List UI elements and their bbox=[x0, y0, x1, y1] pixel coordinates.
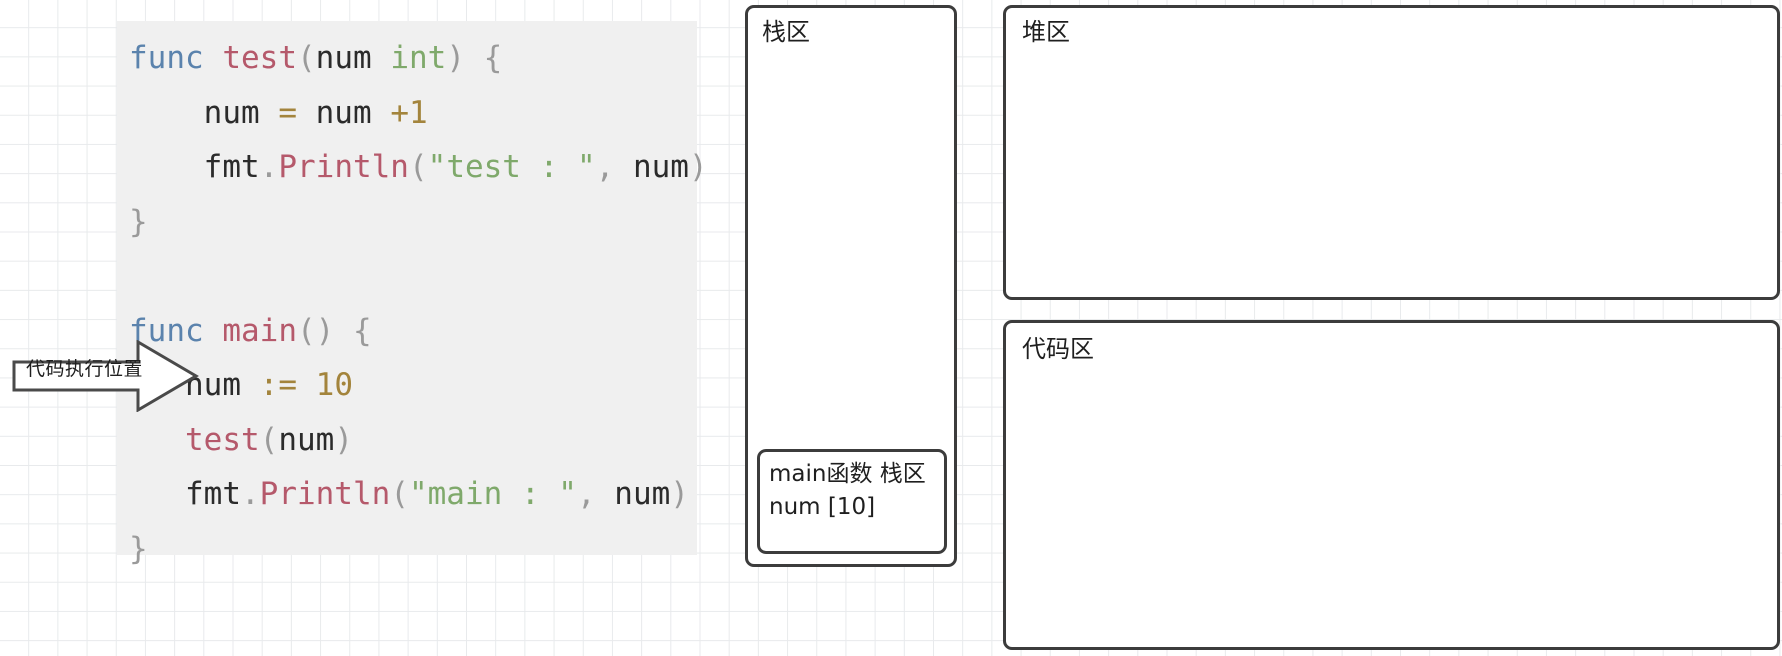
code-token: ( bbox=[390, 476, 409, 512]
code-token: . bbox=[240, 476, 260, 512]
code-line: func main() { bbox=[117, 304, 697, 359]
code-token bbox=[204, 40, 223, 76]
stack-frame-variables: num [10] bbox=[769, 494, 876, 520]
code-line: func test(num int) { bbox=[117, 31, 697, 86]
code-token: . bbox=[259, 149, 279, 185]
code-token: , bbox=[595, 149, 615, 185]
code-token: main bbox=[222, 312, 297, 349]
code-token: func bbox=[129, 40, 204, 76]
code-token: "test : " bbox=[427, 149, 596, 185]
heap-area-title: 堆区 bbox=[1022, 18, 1070, 46]
code-token: Println bbox=[278, 149, 409, 185]
code-panel: func test(num int) { num = num +1 fmt.Pr… bbox=[117, 21, 708, 567]
execution-pointer-arrow-icon bbox=[10, 340, 200, 412]
code-token: ) bbox=[688, 149, 708, 185]
code-line: fmt.Println("main : ", num) bbox=[117, 467, 697, 522]
code-token: int bbox=[390, 40, 447, 76]
code-token: "main : " bbox=[408, 476, 577, 512]
code-token: num bbox=[614, 149, 689, 185]
code-token: } bbox=[129, 203, 148, 240]
code-token: ) bbox=[446, 40, 465, 76]
code-token: () bbox=[296, 312, 335, 349]
code-token: ) bbox=[670, 476, 689, 512]
code-token: ) bbox=[334, 421, 353, 458]
code-lines: func test(num int) { num = num +1 fmt.Pr… bbox=[117, 31, 708, 577]
code-token bbox=[465, 40, 484, 76]
code-token: 10 bbox=[315, 367, 353, 403]
code-token: ( bbox=[259, 421, 279, 458]
heap-area-box bbox=[1003, 5, 1780, 300]
code-token: , bbox=[576, 476, 596, 512]
code-token: fmt bbox=[129, 476, 241, 512]
code-token bbox=[297, 367, 316, 403]
code-line: num = num +1 bbox=[117, 86, 697, 141]
code-token bbox=[372, 40, 391, 76]
code-token: test bbox=[185, 421, 260, 458]
code-token bbox=[334, 313, 353, 349]
code-token: num bbox=[129, 94, 279, 131]
code-token: { bbox=[352, 312, 372, 349]
code-area-title: 代码区 bbox=[1022, 335, 1094, 363]
code-token bbox=[204, 313, 223, 349]
code-token: test bbox=[222, 40, 297, 76]
code-token: Println bbox=[259, 476, 391, 512]
code-line: test(num) bbox=[117, 413, 697, 468]
code-line: num := 10 bbox=[117, 358, 697, 413]
code-token: num bbox=[315, 40, 372, 76]
code-token: num bbox=[296, 94, 391, 131]
code-line bbox=[117, 249, 697, 304]
code-line: } bbox=[117, 195, 697, 250]
code-token bbox=[129, 258, 148, 294]
code-token: { bbox=[483, 40, 503, 76]
stack-area-title: 栈区 bbox=[762, 18, 810, 46]
code-line: } bbox=[117, 522, 697, 577]
code-token: = bbox=[278, 94, 297, 131]
code-token: num bbox=[278, 421, 335, 458]
code-line: fmt.Println("test : ", num) bbox=[117, 140, 708, 195]
code-token: num bbox=[129, 367, 260, 403]
code-area-box bbox=[1003, 320, 1780, 650]
code-token bbox=[129, 422, 185, 458]
code-token: fmt bbox=[129, 149, 260, 185]
execution-pointer-label: 代码执行位置 bbox=[26, 358, 144, 380]
stack-frame-name: main函数 栈区 bbox=[769, 461, 926, 487]
code-token: := bbox=[259, 367, 297, 403]
code-token: num bbox=[595, 476, 671, 512]
code-token: ( bbox=[408, 149, 428, 185]
stack-frame-main: main函数 栈区 num [10] bbox=[757, 449, 947, 554]
code-token: ( bbox=[296, 40, 316, 76]
code-token: +1 bbox=[390, 94, 428, 131]
code-token: } bbox=[129, 530, 148, 567]
